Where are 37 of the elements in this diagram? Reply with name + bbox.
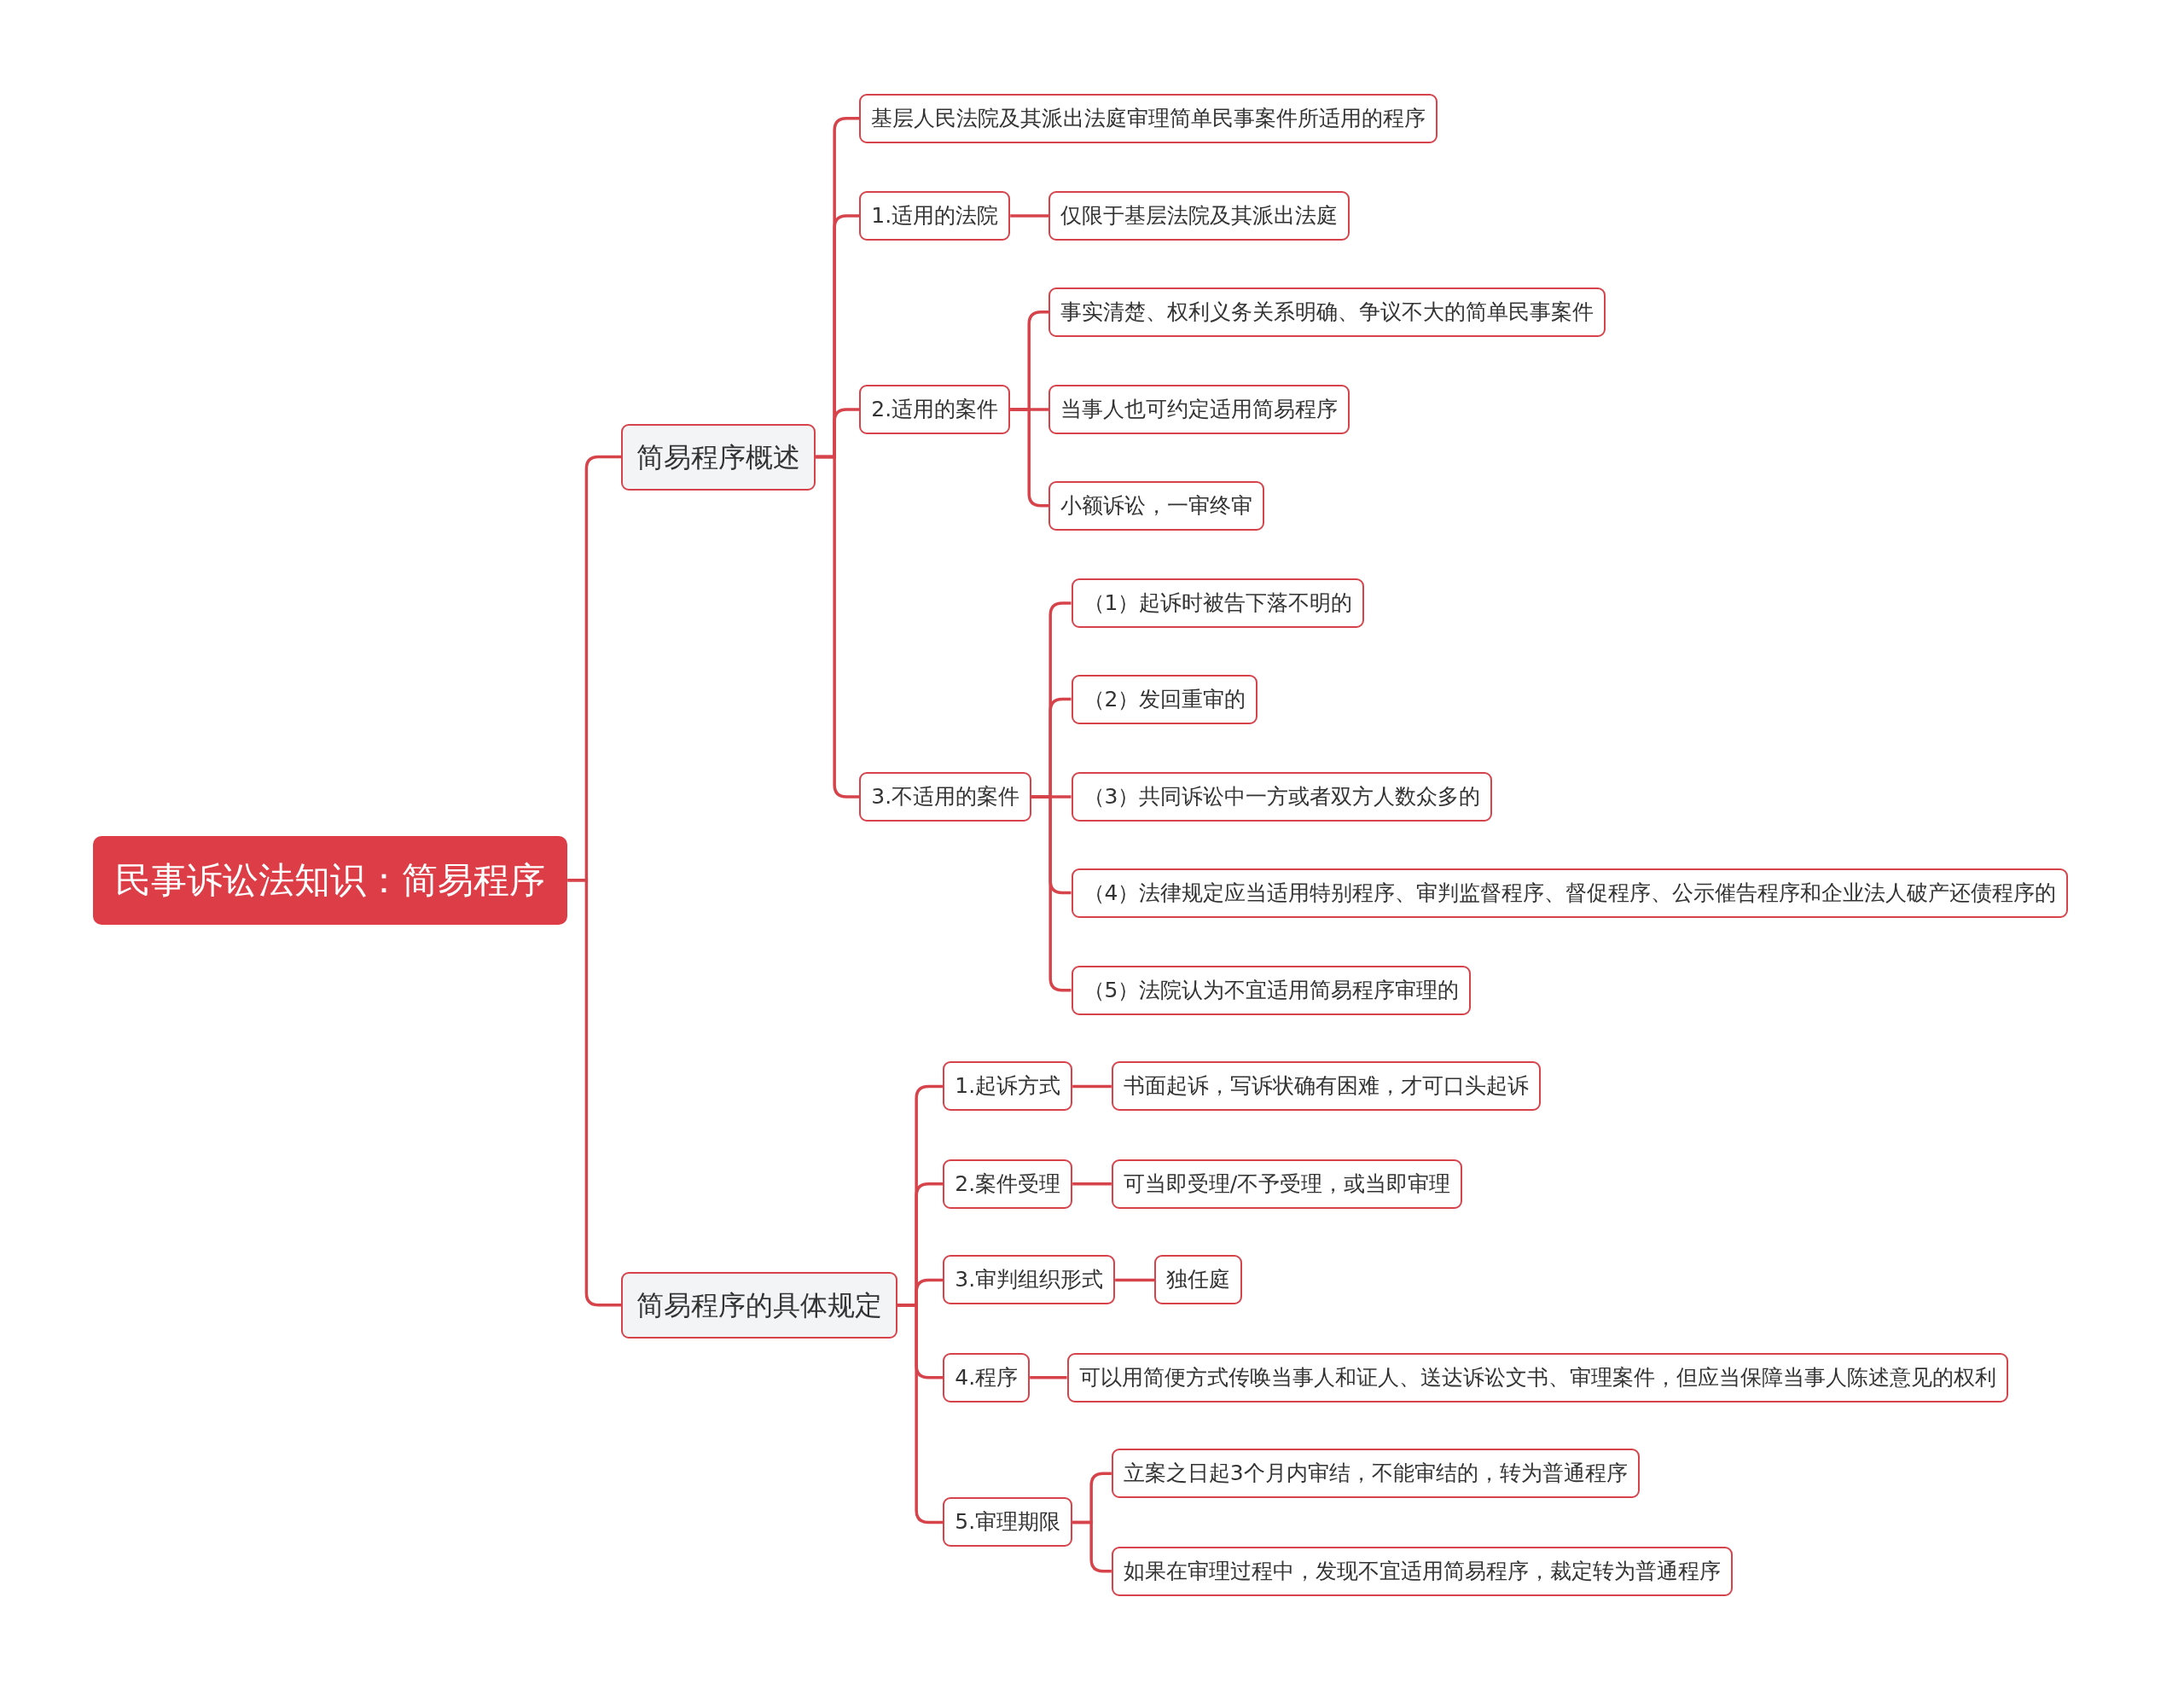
subtopic-box: 仅限于基层法院及其派出法庭 bbox=[1048, 191, 1350, 241]
subtopic-box: 可当即受理/不予受理，或当即审理 bbox=[1111, 1159, 1463, 1209]
subtopic-box: 3.审判组织形式 bbox=[943, 1255, 1116, 1305]
connector-line bbox=[1072, 1084, 1112, 1089]
subtopic-box: 5.审理期限 bbox=[943, 1497, 1073, 1548]
subtopic-box: 4.程序 bbox=[943, 1352, 1031, 1403]
connector-line bbox=[1010, 408, 1049, 508]
connector-line bbox=[1072, 1182, 1112, 1186]
subtopic-box: （1）起诉时被告下落不明的 bbox=[1071, 578, 1365, 628]
subtopic-box: 3.不适用的案件 bbox=[859, 771, 1032, 822]
subtopic-box: 1.适用的法院 bbox=[859, 191, 1011, 241]
subtopic-box: 如果在审理过程中，发现不宜适用简易程序，裁定转为普通程序 bbox=[1111, 1546, 1733, 1596]
connector-line bbox=[1010, 214, 1049, 218]
central-topic-box: 民事诉讼法知识：简易程序 bbox=[93, 835, 568, 925]
connector-line bbox=[897, 1304, 944, 1524]
subtopic-box: 可以用简便方式传唤当事人和证人、送达诉讼文书、审理案件，但应当保障当事人陈述意见的权利 bbox=[1066, 1352, 2008, 1403]
subtopic-box: 书面起诉，写诉状确有困难，才可口头起诉 bbox=[1111, 1061, 1541, 1112]
subtopic-box: （2）发回重审的 bbox=[1071, 674, 1258, 724]
subtopic-box: 小额诉讼，一审终审 bbox=[1048, 480, 1265, 531]
subtopic-box: 2.案件受理 bbox=[943, 1159, 1073, 1209]
subtopic-box: （4）法律规定应当适用特别程序、审判监督程序、督促程序、公示催告程序和企业法人破产还债程序的 bbox=[1071, 868, 2069, 918]
main-topic-box: 简易程序的具体规定 bbox=[621, 1271, 898, 1339]
connector-line bbox=[1030, 1375, 1067, 1379]
subtopic-box: 事实清楚、权利义务关系明确、争议不大的简单民事案件 bbox=[1048, 287, 1606, 337]
subtopic-box: 立案之日起3个月内审结，不能审结的，转为普通程序 bbox=[1111, 1449, 1640, 1499]
subtopic-box: （5）法院认为不宜适用简易程序审理的 bbox=[1071, 965, 1472, 1015]
connector-line bbox=[567, 879, 622, 1307]
subtopic-box: 基层人民法院及其派出法庭审理简单民事案件所适用的程序 bbox=[859, 93, 1438, 143]
connector-line bbox=[1031, 795, 1072, 992]
subtopic-box: 独任庭 bbox=[1154, 1255, 1243, 1305]
subtopic-box: 1.起诉方式 bbox=[943, 1061, 1073, 1112]
subtopic-box: 当事人也可约定适用简易程序 bbox=[1048, 385, 1350, 434]
main-topic-box: 简易程序概述 bbox=[621, 423, 816, 491]
subtopic-box: 2.适用的案件 bbox=[859, 385, 1011, 434]
connector-line bbox=[1115, 1278, 1155, 1282]
connector-line bbox=[1072, 1520, 1112, 1573]
subtopic-box: （3）共同诉讼中一方或者双方人数众多的 bbox=[1071, 771, 1493, 822]
